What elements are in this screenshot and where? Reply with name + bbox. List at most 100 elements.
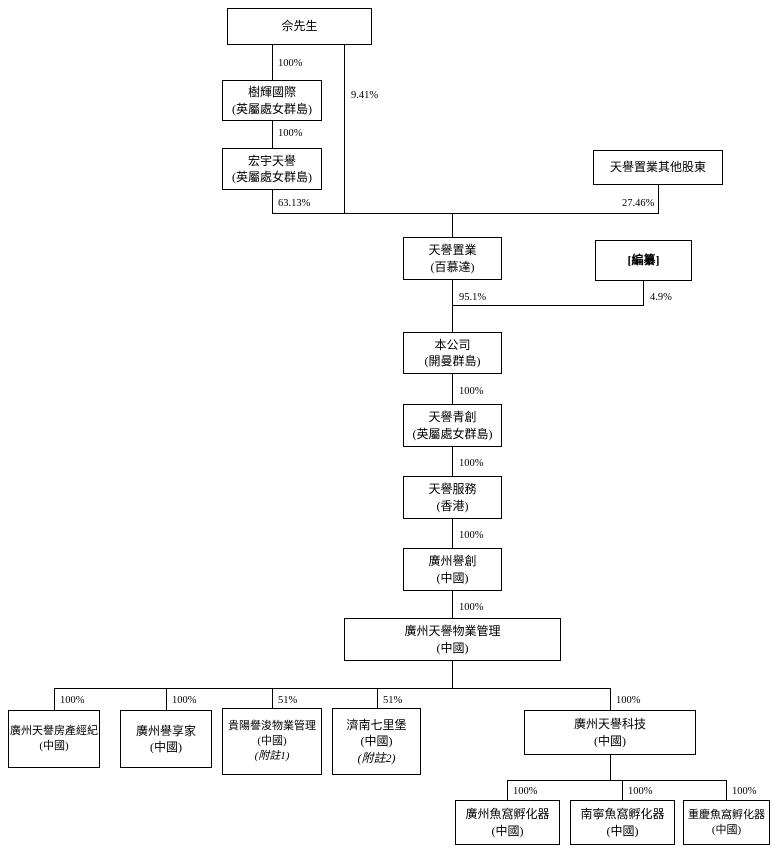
node-guangzhou-yuxiangjia: 廣州譽享家 (中國) [120,710,212,768]
node-jurisdiction: (英屬處女群島) [412,426,493,441]
connector-line [507,780,508,800]
connector-line [452,519,453,548]
node-jurisdiction: (中國) [39,740,69,752]
node-title: 廣州譽創 [428,554,477,569]
node-title: 本公司 [434,337,471,352]
node-redacted: [編纂] [595,240,692,281]
connector-line [452,447,453,476]
connector-line [272,213,659,214]
node-wang-yu-tian-yu: 宏宇天譽 (英屬處女群島) [222,148,322,190]
ownership-percentage: 27.46% [621,198,656,210]
node-jurisdiction: (中國) [436,570,469,585]
node-tianyu-services: 天譽服務 (香港) [403,476,502,519]
node-title: 濟南七里堡 [346,718,407,733]
node-jinan-qilibu: 濟南七里堡 (中國) (附註2) [332,708,421,775]
ownership-percentage: 51% [277,695,299,707]
ownership-percentage: 9.41% [350,90,380,102]
node-tianyu-qingchuang: 天譽青創 (英屬處女群島) [403,404,502,447]
node-jurisdiction: (中國) [150,740,182,754]
connector-line [272,45,273,80]
node-nanning-yuwo-incubator: 南寧魚窩孵化器 (中國) [570,800,675,845]
node-title: 貴陽譽浚物業管理 [228,720,316,733]
connector-line [377,688,378,708]
ownership-percentage: 100% [458,386,485,398]
connector-line [622,780,623,800]
ownership-percentage: 95.1% [458,292,488,304]
ownership-percentage: 4.9% [649,292,673,304]
ownership-percentage: 100% [171,695,198,707]
node-jurisdiction: (中國) [491,823,524,838]
node-title: 天譽置業 [428,243,477,258]
node-note: (附註2) [357,750,396,765]
node-title: 天譽服務 [428,482,477,497]
node-jurisdiction: (百慕達) [430,259,475,274]
ownership-percentage: 63.13% [277,198,312,210]
node-title: 廣州譽享家 [135,723,196,738]
node-guangzhou-yuwo-incubator: 廣州魚窩孵化器 (中國) [455,800,560,845]
node-jurisdiction: (英屬處女群島) [232,101,312,116]
ownership-percentage: 100% [615,695,642,707]
connector-line [272,121,273,148]
node-title: 廣州魚窩孵化器 [465,807,550,822]
node-title: 重慶魚窩孵化器 [688,808,765,821]
ownership-percentage: 100% [627,786,654,798]
connector-line [726,780,727,800]
node-jurisdiction: (中國) [606,823,639,838]
node-the-company: 本公司 (開曼群島) [403,332,502,374]
node-mr-she: 佘先生 [227,8,372,45]
node-guangzhou-tianyu-property-management: 廣州天譽物業管理 (中國) [344,618,561,661]
node-guangzhou-tianyu-technology: 廣州天譽科技 (中國) [524,710,696,755]
node-jurisdiction: (中國) [711,823,742,836]
node-title: 廣州天譽物業管理 [404,624,501,639]
node-jurisdiction: (開曼群島) [424,354,481,368]
connector-line [643,281,644,306]
node-title: 樹輝國際 [247,85,296,100]
connector-line [54,688,55,710]
node-guangzhou-yuchuang: 廣州譽創 (中國) [403,548,502,591]
connector-line [610,755,611,780]
connector-line [452,591,453,618]
ownership-percentage: 100% [277,58,304,70]
connector-line [452,661,453,688]
node-jurisdiction: (香港) [436,498,469,513]
ownership-percentage: 100% [512,786,539,798]
node-title: 佘先生 [281,19,318,34]
connector-line [452,305,644,306]
node-jurisdiction: (中國) [257,735,287,748]
node-other-shareholders: 天譽置業其他股東 [593,150,723,185]
node-title: 南寧魚窩孵化器 [580,807,665,822]
ownership-percentage: 100% [277,128,304,140]
node-chongqing-yuwo-incubator: 重慶魚窩孵化器 (中國) [683,800,770,845]
ownership-percentage: 100% [731,786,758,798]
node-skyfame-realty: 天譽置業 (百慕達) [403,237,502,280]
connector-line [272,190,273,214]
ownership-percentage: 100% [59,695,86,707]
ownership-percentage: 100% [458,458,485,470]
connector-line [658,185,659,214]
connector-line [344,45,345,214]
ownership-percentage: 100% [458,530,485,542]
ownership-percentage: 100% [458,602,485,614]
connector-line [166,688,167,710]
node-jurisdiction: (英屬處女群島) [232,170,312,184]
node-note: (附註1) [254,749,290,762]
connector-line [507,780,727,781]
node-title: [編纂] [627,253,660,268]
node-guangzhou-tianyu-agency: 廣州天譽房產經紀 (中國) [8,710,100,768]
connector-line [272,688,273,708]
ownership-percentage: 51% [382,695,404,707]
node-title: 天譽青創 [428,410,477,425]
connector-line [452,280,453,332]
connector-line [452,374,453,404]
node-jurisdiction: (中國) [360,734,393,749]
node-jurisdiction: (中國) [594,733,626,748]
node-title: 廣州天譽科技 [573,717,646,732]
node-guiyang-property-management: 貴陽譽浚物業管理 (中國) (附註1) [222,708,322,775]
node-title: 廣州天譽房產經紀 [10,725,98,738]
connector-line [452,213,453,237]
connector-line [54,688,611,689]
node-title: 宏宇天譽 [247,153,296,168]
node-title: 天譽置業其他股東 [609,160,706,175]
connector-line [610,688,611,710]
